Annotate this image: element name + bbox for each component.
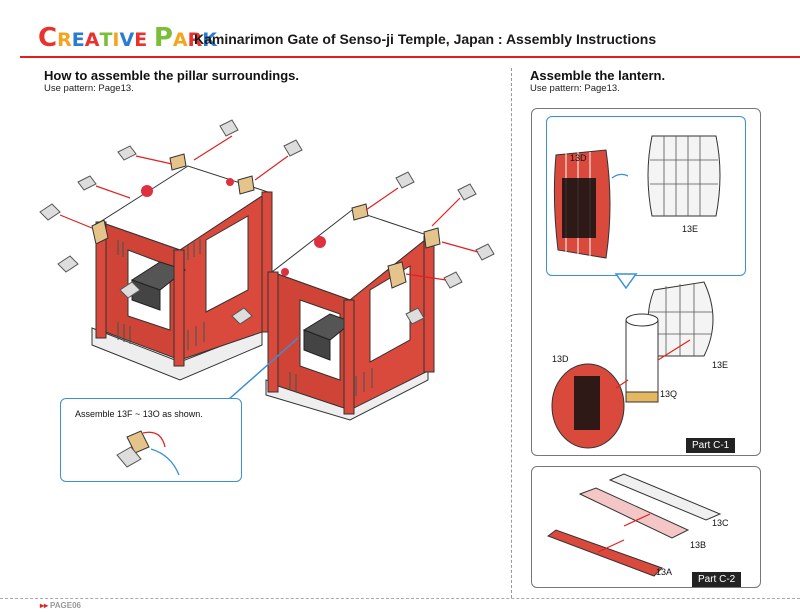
logo-letter: E (71, 29, 85, 51)
label-13c: 13C (712, 518, 729, 528)
logo-letter: T (99, 29, 113, 51)
bracket-callout: Assemble 13F ~ 13O as shown. (60, 398, 242, 482)
label-13d-top: 13D (570, 153, 587, 163)
footer-page-number: ▸▸PAGE06 (40, 601, 82, 610)
label-13q: 13Q (660, 389, 678, 399)
lantern-13d-bottom (551, 363, 625, 449)
page-number-text: PAGE06 (50, 601, 82, 610)
label-13b: 13B (690, 540, 707, 550)
strip-13b (578, 487, 690, 539)
pillar-section-subtitle: Use pattern: Page13. (44, 83, 134, 94)
logo-letter: A (84, 29, 100, 51)
logo-letter: C (38, 23, 58, 53)
label-13e-top: 13E (682, 224, 699, 234)
lantern-13e-top (647, 135, 721, 217)
label-13a: 13A (656, 567, 673, 577)
logo-letter: I (112, 29, 120, 51)
part-c2-label: Part C-2 (692, 572, 742, 587)
logo-letter: V (119, 29, 135, 51)
logo-letter: P (153, 23, 173, 53)
section-divider (511, 68, 512, 598)
lantern-13d-top (553, 149, 611, 259)
logo-letter: K (202, 29, 217, 51)
lantern-13e-bottom (647, 281, 714, 357)
pillar-assembly-illustration (39, 119, 495, 421)
logo-letter: R (187, 29, 203, 51)
lantern-section-subtitle: Use pattern: Page13. (530, 83, 620, 94)
strip-13c (608, 473, 722, 521)
pillar-section-title: How to assemble the pillar surroundings. (44, 68, 299, 83)
part-c1-label: Part C-1 (686, 438, 736, 453)
strip-13a (546, 529, 663, 577)
gate-right (231, 171, 495, 421)
part-c2-panel (531, 466, 761, 588)
header-rule (20, 56, 800, 58)
creative-park-logo: CREATIVE PARK (38, 24, 217, 54)
footer-rule (0, 598, 800, 599)
lantern-13q-core (625, 313, 659, 403)
callout-text: Assemble 13F ~ 13O as shown. (75, 409, 203, 419)
logo-letter: E (134, 29, 148, 51)
logo-letter: A (172, 29, 188, 51)
document-title: Kaminarimon Gate of Senso-ji Temple, Jap… (194, 31, 657, 47)
logo-letter: R (57, 29, 72, 51)
gate-left (39, 119, 303, 381)
label-13e-bottom: 13E (712, 360, 729, 370)
bracket-detail-icon (116, 430, 180, 476)
lantern-section-title: Assemble the lantern. (530, 68, 666, 83)
label-13d-bottom: 13D (552, 354, 569, 364)
